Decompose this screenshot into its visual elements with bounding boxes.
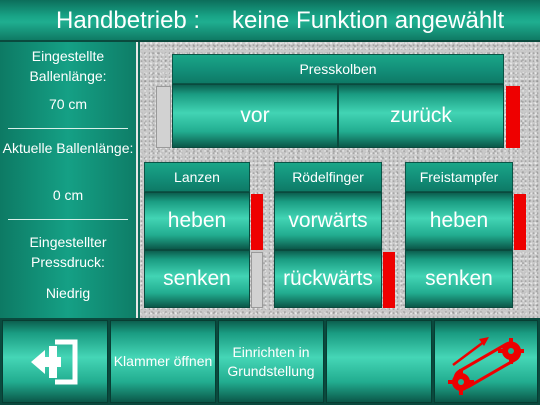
- status-text: keine Funktion angewählt: [232, 7, 505, 34]
- freistampfer-down-button[interactable]: senken: [405, 250, 513, 308]
- roedelfinger-back-indicator: [383, 252, 395, 308]
- presskolben-back-indicator: [506, 86, 520, 148]
- lanzen-up-indicator: [251, 194, 263, 250]
- lanzen-header: Lanzen: [144, 162, 250, 192]
- presskolben-back-button[interactable]: zurück: [338, 84, 504, 148]
- lanzen-down-indicator: [251, 252, 263, 308]
- exit-button[interactable]: [2, 320, 108, 403]
- freistampfer-header: Freistampfer: [405, 162, 513, 192]
- lanzen-up-button[interactable]: heben: [144, 192, 250, 250]
- presskolben-forward-button[interactable]: vor: [172, 84, 338, 148]
- drive-button[interactable]: [434, 320, 538, 403]
- chain-drive-icon: [448, 336, 524, 395]
- divider: [8, 219, 128, 220]
- lanzen-down-button[interactable]: senken: [144, 250, 250, 308]
- title-bar: Handbetrieb : keine Funktion angewählt: [0, 0, 540, 42]
- presskolben-header: Presskolben: [172, 54, 504, 84]
- exit-icon: [31, 339, 78, 384]
- pressure-label: Eingestellter Pressdruck:: [29, 234, 107, 270]
- roedelfinger-back-button[interactable]: rückwärts: [274, 250, 382, 308]
- bottom-bar: Klammer öffnen Einrichten in Grundstellu…: [0, 318, 540, 405]
- home-position-button[interactable]: Einrichten in Grundstellung: [218, 320, 324, 403]
- freistampfer-up-button[interactable]: heben: [405, 192, 513, 250]
- control-area: Presskolben vor zurück Lanzen heben senk…: [140, 42, 540, 318]
- actual-length-value: 0 cm: [52, 187, 84, 203]
- empty-button[interactable]: [326, 320, 432, 403]
- clamp-open-button[interactable]: Klammer öffnen: [110, 320, 216, 403]
- set-length-value: 70 cm: [48, 96, 88, 112]
- actual-length-label: Aktuelle Ballenlänge:: [2, 140, 134, 156]
- roedelfinger-forward-button[interactable]: vorwärts: [274, 192, 382, 250]
- info-panel: Eingestellte Ballenlänge: 70 cm Aktuelle…: [0, 42, 138, 318]
- set-length-label: Eingestellte Ballenlänge:: [29, 48, 107, 84]
- freistampfer-up-indicator: [514, 194, 526, 250]
- pressure-value: Niedrig: [45, 285, 91, 301]
- presskolben-forward-indicator: [156, 86, 171, 148]
- roedelfinger-header: Rödelfinger: [274, 162, 382, 192]
- divider: [8, 128, 128, 129]
- mode-title: Handbetrieb :: [56, 7, 201, 34]
